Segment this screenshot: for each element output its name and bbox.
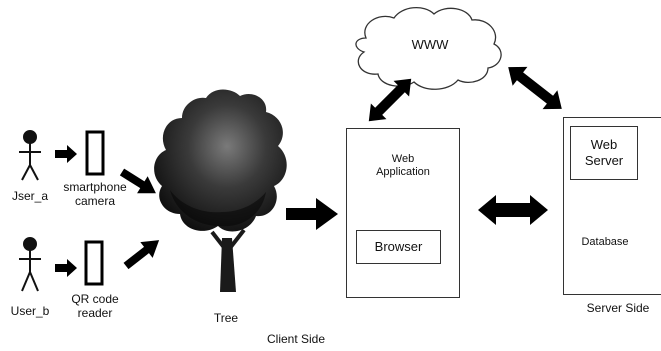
qr-code-reader-icon — [84, 240, 104, 286]
web-application-title: Web Application — [347, 153, 459, 179]
www-cloud — [355, 7, 502, 90]
reader-label-line2: reader — [77, 306, 113, 320]
web-application-box: Web Application Browser — [346, 128, 460, 298]
browser-label: Browser — [374, 239, 423, 254]
arrow-web-application-to-server — [478, 195, 548, 225]
smartphone-camera-icon — [85, 130, 105, 176]
smartphone-camera-label: smartphone camera — [58, 180, 132, 208]
qr-code-reader-label: QR code reader — [60, 292, 130, 320]
web-application-line2: Application — [376, 166, 430, 178]
server-side-label: Server Side — [586, 301, 650, 315]
client-side-label: Client Side — [266, 332, 326, 346]
user-a-icon — [19, 130, 41, 181]
camera-label-line1: smartphone — [63, 180, 127, 194]
arrow-user-a-to-camera — [55, 145, 77, 163]
database-label: Database — [581, 236, 629, 248]
web-server-line2: Server — [584, 153, 624, 168]
web-server-label: Web Server — [571, 137, 637, 169]
user-a-label: Jser_a — [11, 189, 49, 203]
arrow-tree-to-web-application — [286, 198, 338, 230]
www-label: WWW — [411, 37, 449, 52]
tree-icon — [154, 89, 287, 292]
browser-box: Browser — [356, 230, 441, 264]
reader-label-line1: QR code — [71, 292, 119, 306]
tree-label: Tree — [213, 311, 239, 325]
camera-label-line2: camera — [74, 194, 115, 208]
web-server-line1: Web — [590, 137, 618, 152]
user-b-icon — [19, 237, 41, 292]
arrow-www-to-server — [508, 66, 562, 110]
user-b-label: User_b — [10, 304, 50, 318]
arrow-camera-to-tree — [119, 168, 156, 194]
server-box: Web Server Database — [563, 117, 661, 295]
web-application-line1: Web — [391, 153, 415, 165]
arrow-reader-to-tree — [123, 240, 160, 270]
arrow-web-application-to-www — [368, 78, 412, 122]
web-server-box: Web Server — [570, 126, 638, 180]
arrow-user-b-to-reader — [55, 259, 77, 277]
